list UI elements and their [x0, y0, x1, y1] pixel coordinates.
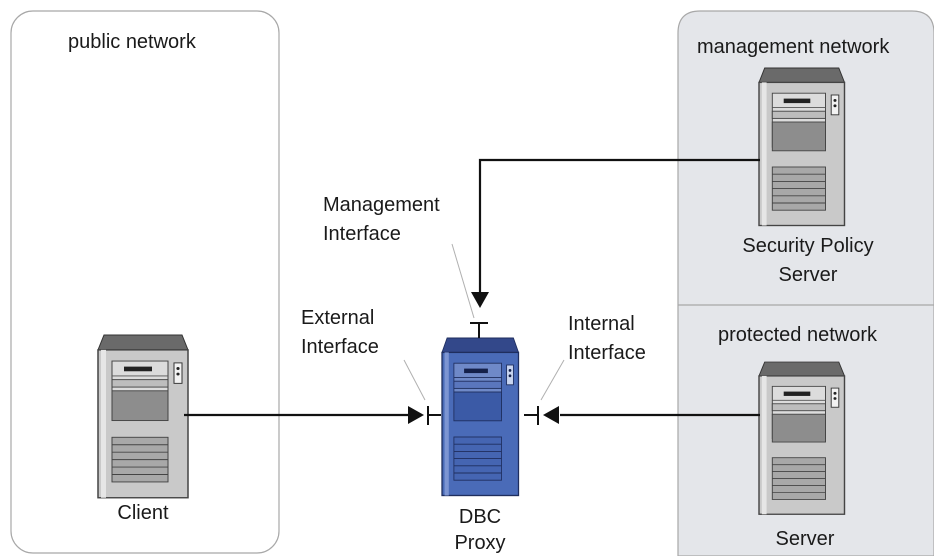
proxy-label-line1: DBC: [458, 506, 502, 528]
client-server-icon: [97, 334, 189, 499]
server-icon: [758, 361, 846, 515]
internal-leader-line: [540, 359, 565, 401]
security-policy-server-icon: [758, 67, 846, 227]
internal-interface-label-line1: Internal: [568, 313, 635, 335]
internal-interface-port: [524, 406, 539, 425]
protected-network-title: protected network: [718, 324, 877, 346]
public-network-zone: [10, 10, 280, 554]
management-leader-line: [451, 243, 475, 319]
internal-interface-label-line2: Interface: [568, 342, 646, 364]
external-arrowhead: [408, 406, 424, 424]
management-interface-port: [470, 322, 488, 338]
secure-zone: [677, 10, 934, 556]
management-arrowhead: [471, 292, 489, 308]
management-link: [478, 158, 760, 292]
policy-server-label-line2: Server: [778, 264, 838, 286]
external-interface-label-line2: Interface: [301, 336, 379, 358]
policy-server-label-line1: Security Policy: [742, 235, 874, 257]
external-interface-label-line1: External: [301, 307, 375, 329]
management-interface-label-line1: Management: [323, 194, 440, 216]
management-interface-label-line2: Interface: [323, 223, 401, 245]
management-network-title: management network: [697, 36, 890, 58]
external-interface-port: [427, 406, 441, 425]
public-network-title: public network: [68, 31, 196, 53]
external-leader-line: [403, 359, 426, 401]
client-label: Client: [117, 502, 169, 524]
proxy-server-icon: [441, 337, 520, 497]
internal-arrowhead: [543, 406, 559, 424]
server-label: Server: [775, 528, 835, 550]
proxy-label-line2: Proxy: [454, 532, 506, 554]
